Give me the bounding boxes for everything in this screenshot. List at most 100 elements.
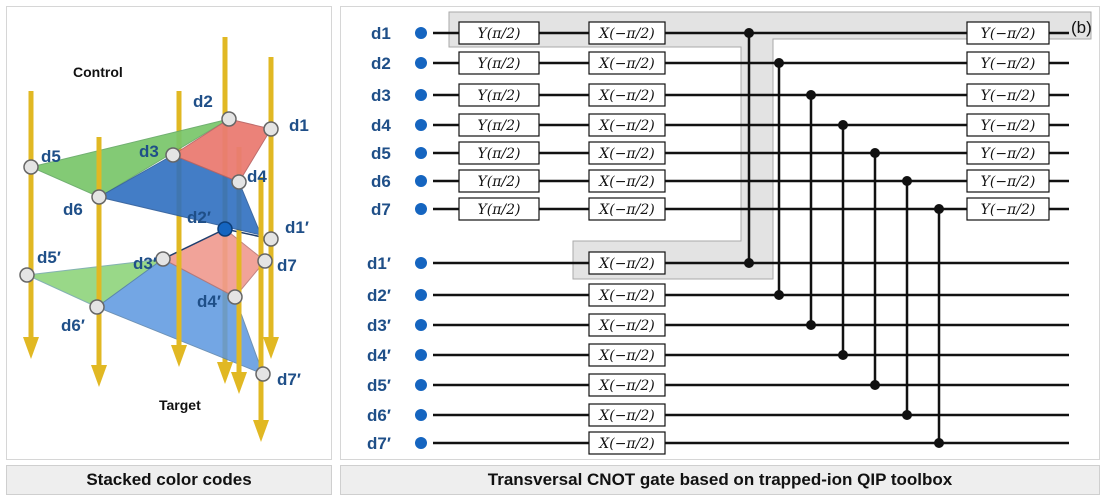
gate-y-minus-d6-label: Y(−π/2) (981, 174, 1036, 190)
node-label-d3: d3 (139, 142, 159, 161)
qubit-dot-d3 (415, 89, 427, 101)
qubit-label-d2: d2 (371, 54, 391, 73)
qubit-label-d7-prime: d7′ (367, 434, 391, 453)
gate-y-plus-d6 (458, 169, 540, 193)
qubit-dot-d7-prime (415, 437, 427, 449)
gate-y-minus-d2-label: Y(−π/2) (981, 56, 1036, 72)
gate-y-plus-d7 (458, 197, 540, 221)
gate-x-minus-d1-prime (588, 251, 666, 275)
qubit-dot-d1 (415, 27, 427, 39)
gate-x-minus-d7-label: X(−π/2) (598, 202, 654, 218)
target-dot-4 (838, 350, 848, 360)
gate-x-minus-d7 (588, 197, 666, 221)
node-label-d6-prime: d6′ (61, 316, 85, 335)
qubit-label-d1-prime: d1′ (367, 254, 391, 273)
gate-x-minus-d4-label: X(−π/2) (598, 118, 654, 134)
qubit-label-d3: d3 (371, 86, 391, 105)
node-label-d4: d4 (247, 167, 267, 186)
control-label: Control (73, 64, 123, 80)
gate-y-minus-d5 (966, 141, 1050, 165)
panel-tag: (b) (1071, 18, 1092, 37)
left-caption: Stacked color codes (6, 465, 332, 495)
target-dot-3 (806, 320, 816, 330)
gate-y-plus-d5-label: Y(π/2) (478, 146, 521, 162)
gate-x-minus-d5 (588, 141, 666, 165)
node-label-d1-prime: d1′ (285, 218, 309, 237)
gate-x-minus-d2-prime (588, 283, 666, 307)
gate-y-plus-d5 (458, 141, 540, 165)
qubit-dot-d7 (415, 203, 427, 215)
gate-x-minus-d6-label: X(−π/2) (598, 174, 654, 190)
control-dot-3 (806, 90, 816, 100)
gate-y-minus-d1 (966, 21, 1050, 45)
gate-x-minus-d3-label: X(−π/2) (598, 88, 654, 104)
qubit-label-d7: d7 (371, 200, 391, 219)
qubit-dot-d4-prime (415, 349, 427, 361)
qubit-label-d6-prime: d6′ (367, 406, 391, 425)
gate-y-plus-d3-label: Y(π/2) (478, 88, 521, 104)
gate-x-minus-d1 (588, 21, 666, 45)
gate-x-minus-d5-prime (588, 373, 666, 397)
gate-y-minus-d4 (966, 113, 1050, 137)
gate-x-minus-d6-prime-label: X(−π/2) (598, 408, 654, 424)
control-dot-4 (838, 120, 848, 130)
target-label: Target (159, 397, 201, 413)
gate-y-minus-d6 (966, 169, 1050, 193)
target-dot-6 (902, 410, 912, 420)
gate-y-plus-d1-label: Y(π/2) (478, 26, 521, 42)
qubit-label-d1: d1 (371, 24, 391, 43)
qubit-dot-d6-prime (415, 409, 427, 421)
gate-y-minus-d1-label: Y(−π/2) (981, 26, 1036, 42)
gate-y-plus-d4-label: Y(π/2) (478, 118, 521, 134)
gate-x-minus-d5-prime-label: X(−π/2) (598, 378, 654, 394)
target-dot-5 (870, 380, 880, 390)
target-dot-1 (744, 258, 754, 268)
d1-highlight-path (448, 11, 1092, 280)
gate-x-minus-d4-prime-label: X(−π/2) (598, 348, 654, 364)
control-dot-1 (744, 28, 754, 38)
qubit-label-d4-prime: d4′ (367, 346, 391, 365)
arrowhead-d2 (217, 362, 233, 384)
gate-x-minus-d3 (588, 83, 666, 107)
node-label-d2-prime: d2′ (187, 208, 211, 227)
gate-y-minus-d3 (966, 83, 1050, 107)
gate-y-plus-d4 (458, 113, 540, 137)
arrowhead-d4 (231, 372, 247, 394)
gate-x-minus-d1-prime-label: X(−π/2) (598, 256, 654, 272)
qubit-label-d5: d5 (371, 144, 391, 163)
gate-x-minus-d2 (588, 51, 666, 75)
gate-x-minus-d6-prime (588, 403, 666, 427)
qubit-dot-d4 (415, 119, 427, 131)
stacked-color-code-figure: Control Target d1 d2 d3 d4 d5 d6 d7 d1′ … (19, 37, 309, 442)
gate-y-plus-d1 (458, 21, 540, 45)
arrowhead-d1 (263, 337, 279, 359)
qubit-label-d5-prime: d5′ (367, 376, 391, 395)
node-label-d4-prime: d4′ (197, 292, 221, 311)
gate-y-plus-d6-label: Y(π/2) (478, 174, 521, 190)
gate-y-minus-d5-label: Y(−π/2) (981, 146, 1036, 162)
gate-y-plus-d2-label: Y(π/2) (478, 56, 521, 72)
gate-x-minus-d1-label: X(−π/2) (598, 26, 654, 42)
qubit-dot-d5 (415, 147, 427, 159)
control-dot-7 (934, 204, 944, 214)
target-dot-2 (774, 290, 784, 300)
gate-y-minus-d2 (966, 51, 1050, 75)
node-label-d5-prime: d5′ (37, 248, 61, 267)
gate-x-minus-d2-prime-label: X(−π/2) (598, 288, 654, 304)
qubit-label-d2-prime: d2′ (367, 286, 391, 305)
gate-x-minus-d3-prime (588, 313, 666, 337)
node-d2-prime (217, 221, 233, 237)
gate-y-minus-d7 (966, 197, 1050, 221)
arrowhead-d6 (91, 365, 107, 387)
gate-y-minus-d4-label: Y(−π/2) (981, 118, 1036, 134)
arrowhead-d5 (23, 337, 39, 359)
nodes (19, 111, 279, 382)
gate-x-minus-d7-prime-label: X(−π/2) (598, 436, 654, 452)
node-label-d7: d7 (277, 256, 297, 275)
qubit-label-d6: d6 (371, 172, 391, 191)
node-label-d2: d2 (193, 92, 213, 111)
control-dot-6 (902, 176, 912, 186)
gate-y-plus-d3 (458, 83, 540, 107)
